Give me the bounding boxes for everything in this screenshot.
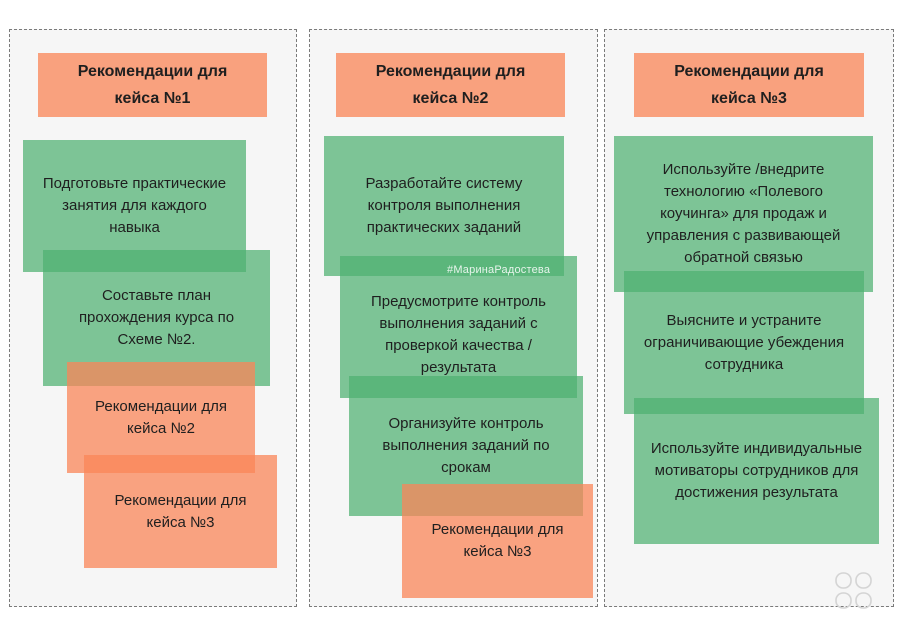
- case-1-card-4: Рекомендации для кейса №3: [84, 455, 277, 568]
- case-1-card-3: Рекомендации для кейса №2: [67, 362, 255, 473]
- logo-icon: [835, 572, 872, 609]
- case-2-card-4: Рекомендации для кейса №3: [402, 484, 593, 598]
- column-2-header: Рекомендации для кейса №2: [336, 53, 565, 117]
- case-3-card-2: Выясните и устраните ограничивающие убеж…: [624, 271, 864, 414]
- column-3-header: Рекомендации для кейса №3: [634, 53, 864, 117]
- case-3-card-1: Используйте /внедрите технологию «Полево…: [614, 136, 873, 292]
- watermark: #МаринаРадостева: [447, 264, 551, 276]
- case-2-card-2: Предусмотрите контроль выполнения задани…: [340, 256, 577, 398]
- column-1-header: Рекомендации для кейса №1: [38, 53, 267, 117]
- case-2-card-1: Разработайте систему контроля выполнения…: [324, 136, 564, 276]
- case-3-card-3: Используйте индивидуальные мотиваторы со…: [634, 398, 879, 544]
